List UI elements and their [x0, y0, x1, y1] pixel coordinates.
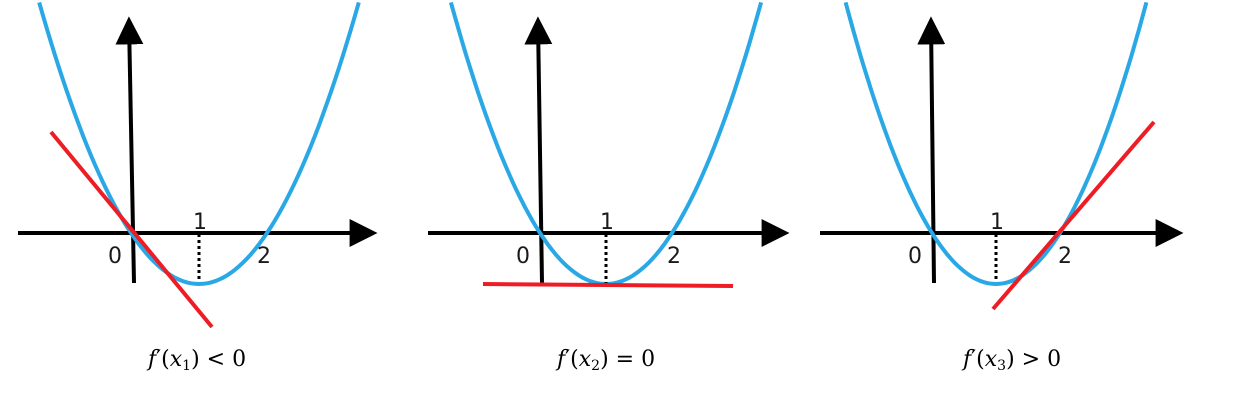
tick-label-2: 2	[1058, 244, 1072, 269]
y-axis	[524, 16, 553, 284]
tick-label-0: 0	[516, 244, 530, 269]
caption: f′(x3) > 0	[961, 347, 1061, 374]
caption: f′(x2) = 0	[555, 347, 655, 374]
panel-3: 0 1 2 f′(x3) > 0	[820, 1, 1184, 374]
y-axis	[917, 16, 946, 284]
tick-label-1: 1	[990, 210, 1004, 235]
tick-label-2: 2	[257, 244, 271, 269]
tick-label-1: 1	[600, 210, 614, 235]
tangent-line	[991, 120, 1156, 311]
caption: f′(x1) < 0	[146, 347, 246, 374]
panel-2: 0 1 2 f′(x2) = 0	[428, 1, 790, 374]
tick-label-0: 0	[108, 244, 122, 269]
tick-label-1: 1	[193, 210, 207, 235]
panel-1: 0 1 2 f′(x1) < 0	[18, 1, 378, 374]
tick-label-0: 0	[908, 244, 922, 269]
parabola-curve	[37, 1, 361, 287]
tick-label-2: 2	[667, 244, 681, 269]
y-axis	[115, 16, 144, 284]
parabola-curve	[843, 1, 1149, 287]
tangent-line	[482, 282, 734, 288]
tangent-line	[49, 130, 214, 329]
